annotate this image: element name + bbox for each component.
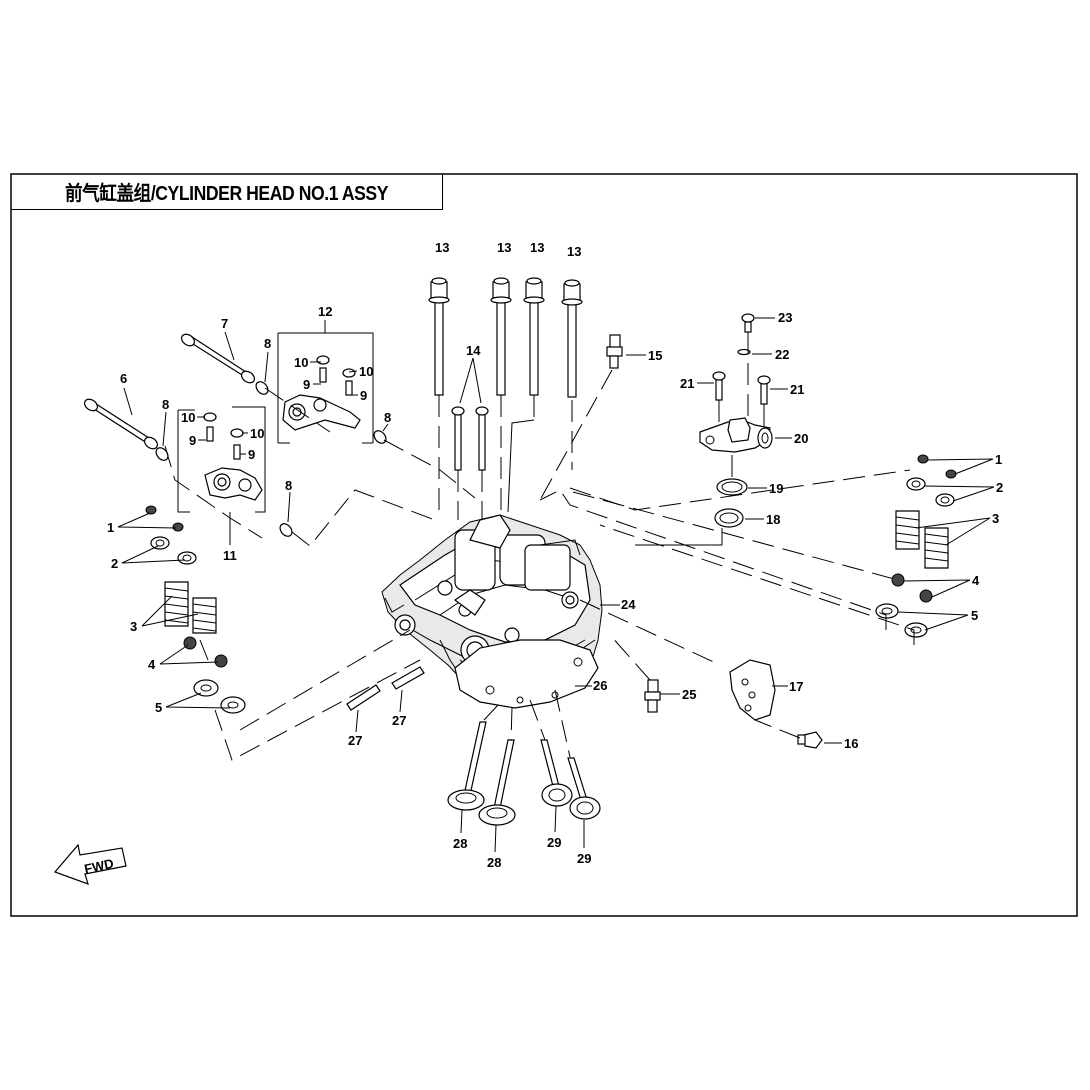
callout-8: 8 xyxy=(162,397,169,412)
drawing-frame xyxy=(10,173,1078,917)
callout-19: 19 xyxy=(769,481,783,496)
callout-4: 4 xyxy=(972,573,980,588)
callout-21: 21 xyxy=(680,376,694,391)
callout-4: 4 xyxy=(148,657,156,672)
adjusters xyxy=(203,355,356,460)
bracket xyxy=(729,659,823,749)
callout-3: 3 xyxy=(992,511,999,526)
callout-12: 12 xyxy=(318,304,332,319)
title-box: 前气缸盖组/CYLINDER HEAD NO.1 ASSY xyxy=(11,174,443,210)
callout-1: 1 xyxy=(107,520,114,535)
callout-27: 27 xyxy=(348,733,362,748)
dowel-pins xyxy=(346,666,425,711)
callout-9: 9 xyxy=(189,433,196,448)
callout-8: 8 xyxy=(384,410,391,425)
callout-21: 21 xyxy=(790,382,804,397)
callout-10: 10 xyxy=(294,355,308,370)
callout-9: 9 xyxy=(360,388,367,403)
callout-10: 10 xyxy=(181,410,195,425)
alignment-lines xyxy=(164,387,915,761)
diagram-title: 前气缸盖组/CYLINDER HEAD NO.1 ASSY xyxy=(65,183,388,205)
water-outlet-assembly xyxy=(635,313,773,546)
callout-27: 27 xyxy=(392,713,406,728)
callout-8: 8 xyxy=(264,336,271,351)
callout-17: 17 xyxy=(789,679,803,694)
callout-24: 24 xyxy=(621,597,636,612)
forward-arrow xyxy=(53,843,127,885)
callout-labels: 13 13 13 13 12 7 8 14 15 23 22 21 21 20 … xyxy=(83,240,1003,877)
callout-15: 15 xyxy=(648,348,662,363)
callout-28: 28 xyxy=(453,836,467,851)
callout-8: 8 xyxy=(285,478,292,493)
callout-5: 5 xyxy=(155,700,162,715)
callout-13: 13 xyxy=(567,244,581,259)
callout-28: 28 xyxy=(487,855,501,870)
callout-10: 10 xyxy=(250,426,264,441)
rocker-shafts xyxy=(83,333,256,450)
callout-29: 29 xyxy=(577,851,591,866)
callout-25: 25 xyxy=(682,687,696,702)
callout-18: 18 xyxy=(766,512,780,527)
callout-22: 22 xyxy=(775,347,789,362)
o-rings xyxy=(155,381,387,537)
callout-16: 16 xyxy=(844,736,858,751)
callout-7: 7 xyxy=(221,316,228,331)
bolt-center-lines xyxy=(438,395,573,520)
callout-14: 14 xyxy=(466,343,481,358)
callout-6: 6 xyxy=(120,371,127,386)
callout-1: 1 xyxy=(995,452,1002,467)
callout-29: 29 xyxy=(547,835,561,850)
callout-2: 2 xyxy=(111,556,118,571)
valves xyxy=(447,721,601,826)
right-valve-train xyxy=(875,454,957,638)
callout-10: 10 xyxy=(359,364,373,379)
leader-lines xyxy=(117,317,995,853)
callout-2: 2 xyxy=(996,480,1003,495)
callout-5: 5 xyxy=(971,608,978,623)
callout-11: 11 xyxy=(223,548,237,563)
rocker-arms xyxy=(204,394,361,501)
callout-3: 3 xyxy=(130,619,137,634)
callout-23: 23 xyxy=(778,310,792,325)
fwd-label: FWD xyxy=(83,856,115,877)
head-gasket xyxy=(454,639,599,709)
temperature-sensor xyxy=(539,334,623,501)
callout-9: 9 xyxy=(303,377,310,392)
head-bolts xyxy=(428,277,583,471)
callout-13: 13 xyxy=(435,240,449,255)
callout-13: 13 xyxy=(497,240,511,255)
callout-20: 20 xyxy=(794,431,808,446)
callout-26: 26 xyxy=(593,678,607,693)
spark-plug xyxy=(609,634,661,713)
callout-13: 13 xyxy=(530,240,544,255)
callout-9: 9 xyxy=(248,447,255,462)
